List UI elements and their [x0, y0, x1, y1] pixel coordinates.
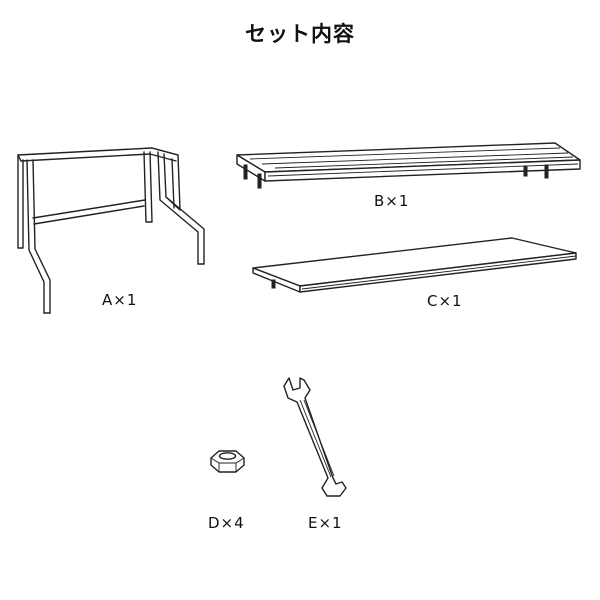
part-d-label: D×4	[208, 514, 245, 532]
part-d-nut-drawing	[210, 450, 245, 473]
part-a-label: A×1	[102, 291, 138, 309]
page-title: セット内容	[245, 22, 355, 46]
part-e-label: E×1	[308, 514, 343, 532]
part-c-board-drawing	[252, 237, 577, 293]
part-b-label: B×1	[374, 192, 410, 210]
part-c-label: C×1	[427, 292, 463, 310]
part-a-frame-drawing	[17, 147, 205, 314]
part-b-shelf-drawing	[236, 142, 581, 189]
part-e-wrench-drawing	[283, 377, 347, 497]
